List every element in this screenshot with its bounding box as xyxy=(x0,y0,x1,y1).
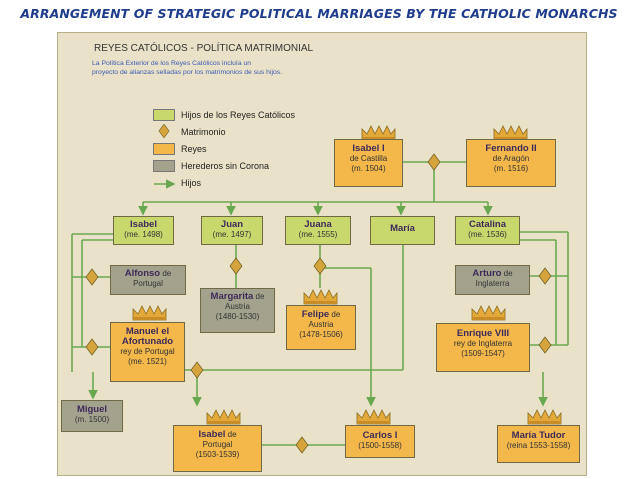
legend-label-marriage: Matrimonio xyxy=(181,127,226,137)
person-detail: Portugal xyxy=(202,440,233,449)
person-dates: (me. 1521) xyxy=(128,357,167,366)
person-name: Fernando II xyxy=(485,143,537,154)
person-detail: de Castilla xyxy=(349,154,388,163)
person-dates: (m. 1500) xyxy=(74,415,110,424)
person-isabel-de-portugal: Isabel de Portugal (1503-1539) xyxy=(173,425,262,472)
legend-label-children: Hijos de los Reyes Católicos xyxy=(181,110,296,120)
person-maria: María xyxy=(370,216,435,245)
person-name-suffix: de xyxy=(329,310,341,319)
person-dates: (1478-1506) xyxy=(299,330,343,339)
person-juan: Juan (me. 1497) xyxy=(201,216,263,245)
person-name: Alfonso xyxy=(124,268,161,279)
person-dates: (1480-1530) xyxy=(215,312,260,321)
person-juana: Juana (me. 1555) xyxy=(285,216,351,245)
person-detail: de Aragón xyxy=(492,154,530,163)
person-manuel: Manuel el Afortunado rey de Portugal (me… xyxy=(110,322,185,382)
person-name-suffix: de xyxy=(225,430,237,439)
person-name-line2: Afortunado xyxy=(121,336,174,347)
person-name-line: Alfonso de xyxy=(124,268,172,279)
person-name: Juana xyxy=(304,219,332,230)
person-name-line: Arturo de xyxy=(472,268,513,279)
person-name: Juan xyxy=(220,219,244,230)
person-arturo: Arturo de Inglaterra xyxy=(455,265,530,295)
person-name: Carlos I xyxy=(362,430,398,441)
person-isabel: Isabel (me. 1498) xyxy=(113,216,174,245)
person-name: Isabel xyxy=(198,429,226,440)
legend-swatch-children xyxy=(153,109,175,121)
legend-label-kings: Reyes xyxy=(181,144,207,154)
person-name-line: Isabel de xyxy=(198,429,237,440)
person-miguel: Miguel (m. 1500) xyxy=(61,400,123,432)
person-felipe: Felipe de Austria (1478-1506) xyxy=(286,305,356,350)
person-name-line: Margarita de xyxy=(210,291,265,302)
legend-swatch-heirs xyxy=(153,160,175,172)
person-detail: rey de Portugal xyxy=(120,347,175,356)
person-dates: (me. 1536) xyxy=(468,230,507,239)
person-dates: (1500-1558) xyxy=(358,441,402,450)
slide-title: ARRANGEMENT OF STRATEGIC POLITICAL MARRI… xyxy=(20,6,618,21)
person-detail: Portugal xyxy=(133,279,163,288)
person-name: Isabel I xyxy=(352,143,385,154)
person-dates: (m. 1504) xyxy=(351,164,386,173)
person-fernando-ii: Fernando II de Aragón (m. 1516) xyxy=(466,139,556,187)
person-dates: (me. 1555) xyxy=(298,230,338,239)
person-name: Isabel xyxy=(130,219,157,230)
person-name-suffix: de xyxy=(501,269,513,278)
legend-swatch-kings xyxy=(153,143,175,155)
diagram-panel xyxy=(57,32,587,476)
legend-label-heirs: Herederos sin Corona xyxy=(181,161,270,171)
person-maria-tudor: María Tudor (reina 1553-1558) xyxy=(497,425,580,463)
person-dates: (reina 1553-1558) xyxy=(506,441,571,450)
person-name: Manuel el xyxy=(125,326,170,337)
panel-subtitle-line2: proyecto de alianzas selladas por los ma… xyxy=(92,68,283,76)
panel-title: REYES CATÓLICOS - POLÍTICA MATRIMONIAL xyxy=(94,43,314,54)
person-name: María Tudor xyxy=(511,430,566,441)
person-name: Catalina xyxy=(469,219,506,230)
person-carlos-i: Carlos I (1500-1558) xyxy=(345,425,415,458)
person-name: Miguel xyxy=(76,404,108,415)
person-name: Enrique VIII xyxy=(456,328,510,339)
person-name: Margarita xyxy=(210,291,254,302)
person-dates: (me. 1497) xyxy=(212,230,252,239)
person-detail: Austria xyxy=(308,320,334,329)
legend-label-children-arrow: Hijos xyxy=(181,178,202,188)
person-name-suffix: de xyxy=(160,269,172,278)
person-detail: rey de Inglaterra xyxy=(453,339,513,348)
person-enrique-viii: Enrique VIII rey de Inglaterra (1509-154… xyxy=(436,323,530,372)
person-margarita: Margarita de Austria (1480-1530) xyxy=(200,288,275,333)
person-dates: (1509-1547) xyxy=(461,349,505,358)
panel-subtitle-line1: La Política Exterior de los Reyes Católi… xyxy=(92,60,252,67)
person-name: Arturo xyxy=(472,268,502,279)
panel-subtitle: La Política Exterior de los Reyes Católi… xyxy=(92,60,362,77)
person-isabel-i: Isabel I de Castilla (m. 1504) xyxy=(334,139,403,187)
person-detail: Austria xyxy=(225,302,250,311)
person-dates: (me. 1498) xyxy=(124,230,163,239)
person-detail: Inglaterra xyxy=(475,279,510,288)
person-catalina: Catalina (me. 1536) xyxy=(455,216,520,245)
person-name: Felipe xyxy=(301,309,330,320)
person-alfonso: Alfonso de Portugal xyxy=(110,265,186,295)
person-dates: (1503-1539) xyxy=(195,450,240,459)
person-name: María xyxy=(390,223,415,234)
person-name-line: Felipe de xyxy=(301,309,341,320)
person-name-suffix: de xyxy=(253,292,265,301)
person-dates: (m. 1516) xyxy=(493,164,529,173)
